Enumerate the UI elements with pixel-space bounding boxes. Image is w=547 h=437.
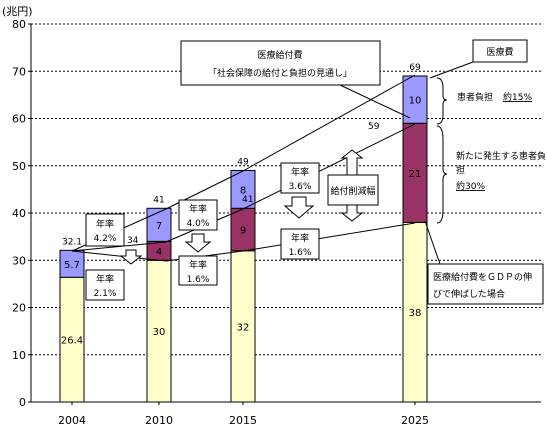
down-arrow-2004 xyxy=(119,249,143,265)
trend-line-upper-c xyxy=(242,74,416,172)
title-callout: 医療給付費 「社会保障の給付と負担の見通し」 xyxy=(180,40,411,119)
bar-value-label: 5.7 xyxy=(64,260,80,271)
rate-2010-lower-l1: 年率 xyxy=(189,259,207,271)
y-tick-label: 30 xyxy=(12,254,26,267)
bar-segment-burden-2010 xyxy=(146,207,172,242)
y-tick-label: 50 xyxy=(12,160,26,173)
bar-value-label: 4 xyxy=(156,247,162,258)
y-tick-label: 20 xyxy=(12,302,26,315)
trend-line-mid-c xyxy=(242,123,416,210)
bar-value-label: 10 xyxy=(409,96,422,107)
marker-2025-value: 59 xyxy=(368,122,380,132)
rate-2004-lower-l2: 2.1% xyxy=(94,289,117,299)
new-burden-pct: 約30% xyxy=(456,180,485,192)
y-axis-ticks: 0 10 20 30 40 50 60 70 80 xyxy=(12,18,31,409)
y-tick-label: 80 xyxy=(12,18,26,31)
x-tick-label: 2010 xyxy=(145,414,173,427)
rate-callout-2015-upper: 年率 3.6% xyxy=(280,162,320,194)
bar-total-label: 41 xyxy=(153,195,164,205)
down-arrow-2010 xyxy=(184,233,212,253)
reduction-label: 給付削減幅 xyxy=(330,185,375,197)
bar-segment-base-2010 xyxy=(146,259,172,403)
bar-total-label: 49 xyxy=(237,157,249,167)
gdp-line2: びで伸ばした場合 xyxy=(433,288,505,300)
bar-segment-burden-2025 xyxy=(402,75,428,124)
bar-value-label: 21 xyxy=(409,169,422,180)
rate-2015-lower-l1: 年率 xyxy=(291,232,309,244)
title-line2: 「社会保障の給付と負担の見通し」 xyxy=(208,67,352,79)
bar-value-label: 8 xyxy=(240,185,246,196)
total-labels: 32.1 41 49 69 xyxy=(62,63,421,247)
legend-iryohi-label: 医療費 xyxy=(486,46,513,58)
x-tick-label: 2025 xyxy=(401,414,429,427)
right-annotations: 患者負担 約15% 新たに発生する患者負 担 約30% xyxy=(436,77,546,224)
reduction-callout: 給付削減幅 xyxy=(327,149,379,222)
gdp-callout: 医療給付費をＧＤＰの伸 びで伸ばした場合 xyxy=(424,220,544,305)
bar-segment-base-2015 xyxy=(230,250,256,403)
bar-value-label: 9 xyxy=(240,226,246,237)
bar-total-label: 32.1 xyxy=(62,237,82,247)
down-arrow-2015 xyxy=(283,196,315,219)
bar-segment-burden-2004 xyxy=(59,249,85,278)
rate-callout-2010-upper: 年率 4.0% xyxy=(178,199,218,231)
x-tick-label: 2004 xyxy=(58,414,86,427)
y-tick-label: 40 xyxy=(12,207,26,220)
y-tick-label: 10 xyxy=(12,349,26,362)
y-axis-unit-label: (兆円) xyxy=(2,5,33,18)
marker-2015-value: 41 xyxy=(242,195,253,205)
trend-line-lower-c xyxy=(242,222,416,252)
y-tick-label: 60 xyxy=(12,113,26,126)
bar-value-label: 30 xyxy=(153,327,166,338)
marker-2010-value: 34 xyxy=(127,236,139,246)
x-axis-labels: 2004 2010 2015 2025 xyxy=(58,402,429,427)
rate-callout-2015-lower: 年率 1.6% xyxy=(280,228,320,260)
trend-line-lower-a xyxy=(71,250,167,262)
bar-segment-new-2025 xyxy=(402,122,428,223)
rate-2010-upper-l1: 年率 xyxy=(189,203,207,215)
new-burden-line2: 担 xyxy=(456,164,465,176)
bar-total-label: 69 xyxy=(409,63,421,73)
bar-segment-burden-2015 xyxy=(230,169,256,209)
y-tick-label: 0 xyxy=(19,396,26,409)
rate-2015-upper-l1: 年率 xyxy=(291,166,309,178)
grid-lines xyxy=(31,23,541,356)
bar-value-label: 26.4 xyxy=(61,336,83,347)
gdp-line1: 医療給付費をＧＤＰの伸 xyxy=(433,271,532,283)
x-tick-label: 2015 xyxy=(229,414,257,427)
rate-2015-upper-l2: 3.6% xyxy=(289,182,312,192)
rate-2004-upper-l1: 年率 xyxy=(96,218,114,230)
rate-callout-2004-upper: 年率 4.2% xyxy=(85,213,125,247)
legend-iryohi: 医療費 xyxy=(429,39,528,79)
rate-2004-upper-l2: 4.2% xyxy=(94,234,117,244)
bar-value-label: 32 xyxy=(237,322,250,333)
rate-2015-lower-l2: 1.6% xyxy=(289,248,312,258)
patient-burden-pct: 約15% xyxy=(503,91,532,103)
bars: 26.4 5.7 30 4 7 32 9 8 38 21 10 xyxy=(59,75,428,403)
patient-burden-label: 患者負担 xyxy=(457,91,493,103)
title-line1: 医療給付費 xyxy=(257,49,302,61)
rate-callout-2004-lower: 年率 2.1% xyxy=(85,269,125,301)
rate-callout-2010-lower: 年率 1.6% xyxy=(178,255,218,286)
rate-2010-upper-l2: 4.0% xyxy=(187,219,210,229)
bar-value-label: 38 xyxy=(409,308,422,319)
rate-2004-lower-l1: 年率 xyxy=(96,273,114,285)
rate-2010-lower-l2: 1.6% xyxy=(187,275,210,285)
y-tick-label: 70 xyxy=(12,65,26,78)
new-burden-line1: 新たに発生する患者負 xyxy=(456,150,546,162)
bar-value-label: 7 xyxy=(156,221,162,232)
